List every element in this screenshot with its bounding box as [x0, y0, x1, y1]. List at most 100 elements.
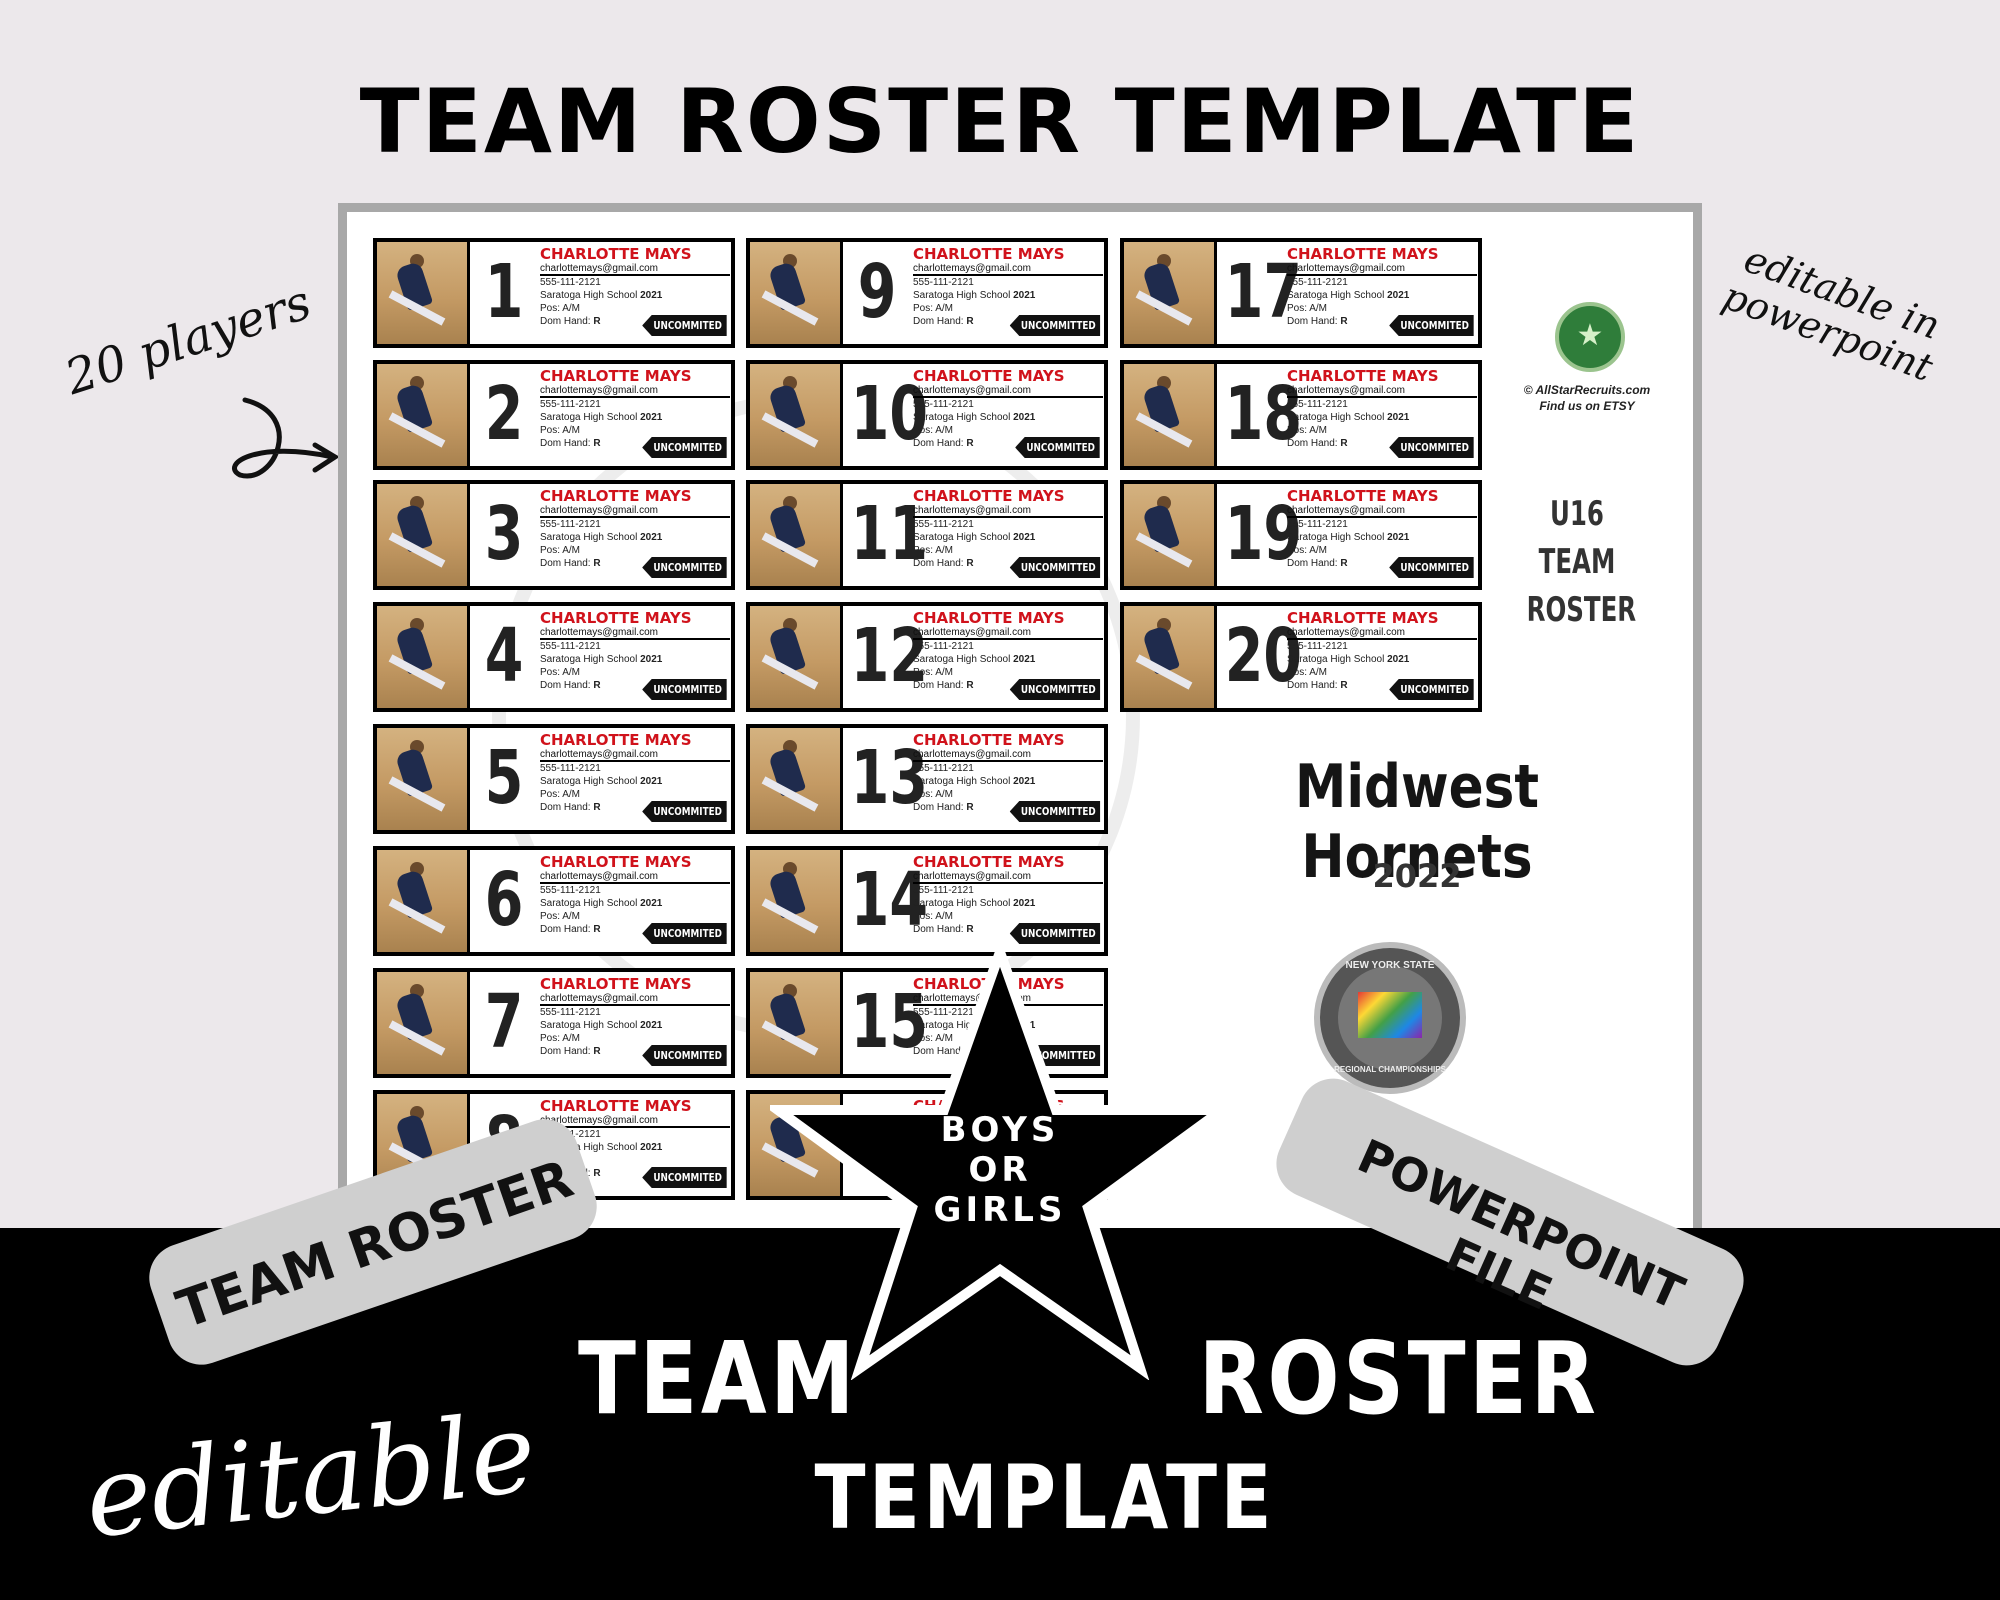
status-badge: UNCOMMITED — [642, 315, 727, 336]
player-photo — [377, 728, 470, 830]
jersey-number: 3 — [484, 491, 524, 577]
status-badge: UNCOMMITTED — [1009, 679, 1100, 700]
jersey-number: 9 — [857, 249, 897, 335]
player-school-line: Saratoga High School 2021 — [913, 897, 1103, 910]
player-photo — [750, 728, 843, 830]
player-school: Saratoga High School — [540, 532, 638, 543]
player-hand-line: Dom Hand: R — [913, 679, 1103, 692]
player-school: Saratoga High School — [913, 1020, 1011, 1031]
status-badge: UNCOMMITED — [1389, 315, 1474, 336]
player-grad-year: 2021 — [1013, 654, 1036, 665]
player-hand-label: Dom Hand: — [540, 558, 591, 569]
player-school-line: Saratoga High School 2021 — [540, 1141, 730, 1154]
player-school-line: Saratoga High School 2021 — [1287, 289, 1477, 302]
player-school-line: Saratoga High School 2021 — [1287, 653, 1477, 666]
player-phone: 555-111-2121 — [1287, 277, 1348, 288]
state-map-icon — [1358, 992, 1422, 1038]
player-phone: 555-111-2121 — [913, 277, 974, 288]
age-group-line: TEAM — [1538, 542, 1616, 582]
player-grad-year: 2021 — [640, 1020, 663, 1031]
player-hand-line: Dom Hand: R — [1287, 437, 1477, 450]
player-school: Saratoga High School — [540, 1020, 638, 1031]
star-text-line: OR — [968, 1150, 1032, 1190]
player-phone: 555-111-2121 — [540, 1007, 601, 1018]
player-hand-line: Dom Hand: R — [913, 801, 1103, 814]
player-position: Pos: A/M — [540, 789, 581, 800]
status-badge: UNCOMMITED — [1015, 437, 1100, 458]
player-position: Pos: A/M — [540, 911, 581, 922]
status-badge: UNCOMMITED — [1389, 437, 1474, 458]
player-hand-label: Dom Hand: — [913, 558, 964, 569]
player-school-line: Saratoga High School 2021 — [540, 897, 730, 910]
player-photo — [750, 242, 843, 344]
page-title: TEAM ROSTER TEMPLATE — [359, 70, 1641, 173]
player-hand-label: Dom Hand: — [540, 802, 591, 813]
player-phone: 555-111-2121 — [540, 399, 601, 410]
player-grad-year: 2021 — [640, 654, 663, 665]
player-photo — [1124, 242, 1217, 344]
player-grad-year: 2021 — [1013, 898, 1036, 909]
player-name: CHARLOTTE MAYS — [1287, 367, 1439, 385]
player-school: Saratoga High School — [540, 412, 638, 423]
player-phone: 555-111-2121 — [1287, 641, 1348, 652]
player-school: Saratoga High School — [1287, 290, 1385, 301]
player-phone: 555-111-2121 — [913, 399, 974, 410]
player-hand-label: Dom Hand: — [1287, 316, 1338, 327]
player-name: CHARLOTTE MAYS — [1287, 245, 1439, 263]
player-school: Saratoga High School — [540, 898, 638, 909]
player-position: Pos: A/M — [540, 425, 581, 436]
player-hand-label: Dom Hand: — [1287, 558, 1338, 569]
player-hand-value: R — [966, 680, 974, 691]
player-grad-year: 2021 — [640, 290, 663, 301]
player-school-line: Saratoga High School 2021 — [540, 653, 730, 666]
player-hand-label: Dom Hand: — [913, 438, 964, 449]
player-name: CHARLOTTE MAYS — [540, 609, 692, 627]
player-hand-value: R — [966, 558, 974, 569]
player-phone: 555-111-2121 — [1287, 519, 1348, 530]
player-position: Pos: A/M — [913, 303, 954, 314]
copyright-line: Find us on ETSY — [1539, 399, 1635, 413]
player-name: CHARLOTTE MAYS — [913, 487, 1065, 505]
player-school-line: Saratoga High School 2021 — [540, 289, 730, 302]
player-hand-label: Dom Hand: — [540, 438, 591, 449]
player-position: Pos: A/M — [540, 303, 581, 314]
status-badge: UNCOMMITTED — [1009, 557, 1100, 578]
jersey-number: 7 — [484, 979, 524, 1065]
player-hand-value: R — [966, 438, 974, 449]
status-badge: UNCOMMITED — [642, 679, 727, 700]
player-email: charlottemays@gmail.com — [540, 385, 730, 398]
player-position: Pos: A/M — [1287, 303, 1328, 314]
player-school-line: Saratoga High School 2021 — [913, 775, 1103, 788]
player-photo — [750, 364, 843, 466]
player-hand-value: R — [593, 1168, 601, 1179]
player-hand-line: Dom Hand: R — [913, 923, 1103, 936]
player-school-line: Saratoga High School 2021 — [540, 531, 730, 544]
player-grad-year: 2021 — [640, 776, 663, 787]
player-name: CHARLOTTE MAYS — [1287, 609, 1439, 627]
player-grad-year: 2021 — [1013, 412, 1036, 423]
footer-template-word: TEMPLATE — [814, 1446, 1275, 1549]
team-name: Midwest Hornets — [1294, 752, 1540, 892]
player-school: Saratoga High School — [1287, 412, 1385, 423]
player-school: Saratoga High School — [913, 898, 1011, 909]
player-grad-year: 2021 — [1013, 532, 1036, 543]
player-hand-value: R — [1340, 558, 1348, 569]
player-phone: 555-111-2121 — [1287, 399, 1348, 410]
player-email: charlottemays@gmail.com — [913, 505, 1103, 518]
status-badge: UNCOMMITED — [1389, 557, 1474, 578]
player-photo — [1124, 484, 1217, 586]
player-name: CHARLOTTE MAYS — [540, 975, 692, 993]
player-name: CHARLOTTE MAYS — [540, 731, 692, 749]
player-grad-year: 2021 — [640, 532, 663, 543]
